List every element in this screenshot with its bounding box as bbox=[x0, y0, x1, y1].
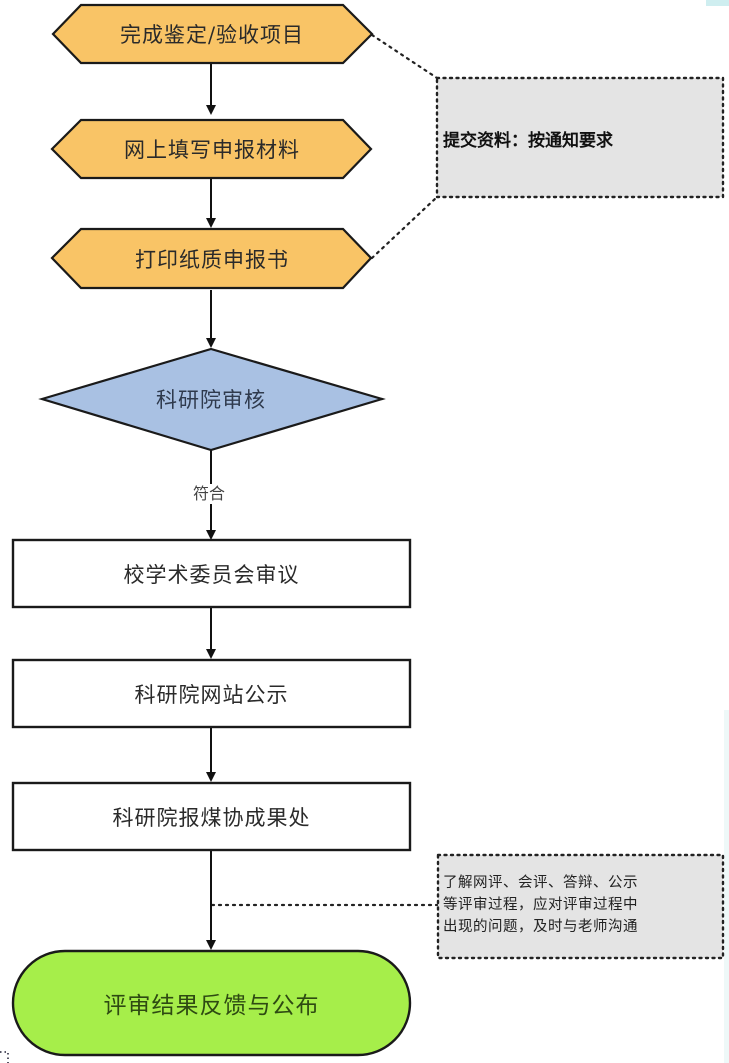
note-connector bbox=[370, 33, 439, 80]
terminal-label-s8: 评审结果反馈与公布 bbox=[103, 993, 320, 1019]
step-hexagon-s2 bbox=[50, 118, 373, 180]
decision-diamond-s4 bbox=[38, 347, 386, 452]
step-rect-s6 bbox=[11, 658, 412, 729]
step-hexagon-s1 bbox=[51, 3, 374, 65]
step-label-s6: 科研院网站公示 bbox=[134, 682, 289, 707]
decision-label-s4: 科研院审核 bbox=[156, 388, 266, 412]
edge-strip bbox=[706, 0, 729, 6]
note-box-review-process bbox=[436, 853, 725, 960]
step-label-s5: 校学术委员会审议 bbox=[123, 562, 300, 587]
note-line: 了解网评、会评、答辩、公示 bbox=[443, 875, 638, 891]
note-box-submission bbox=[435, 76, 725, 199]
edge-label-pass: 符合 bbox=[191, 484, 228, 504]
edge-strip bbox=[724, 710, 729, 1063]
terminal-oval-s8 bbox=[11, 949, 412, 1057]
step-hexagon-s3 bbox=[50, 227, 373, 290]
step-rect-s7 bbox=[11, 781, 412, 852]
step-rect-s5 bbox=[11, 538, 412, 609]
step-label-s7: 科研院报煤协成果处 bbox=[112, 805, 311, 830]
step-label-s2: 网上填写申报材料 bbox=[124, 138, 300, 162]
step-label-s1: 完成鉴定/验收项目 bbox=[119, 23, 305, 47]
note-line: 出现的问题，及时与老师沟通 bbox=[443, 919, 638, 935]
note-text-review-process: 了解网评、会评、答辩、公示 等评审过程，应对评审过程中 出现的问题，及时与老师沟… bbox=[443, 872, 638, 938]
note-text-submission: 提交资料：按通知要求 bbox=[443, 131, 613, 151]
dotted-fragment bbox=[0, 1051, 9, 1063]
note-connector bbox=[370, 195, 439, 260]
step-label-s3: 打印纸质申报书 bbox=[135, 247, 289, 272]
note-line: 等评审过程，应对评审过程中 bbox=[443, 897, 638, 913]
